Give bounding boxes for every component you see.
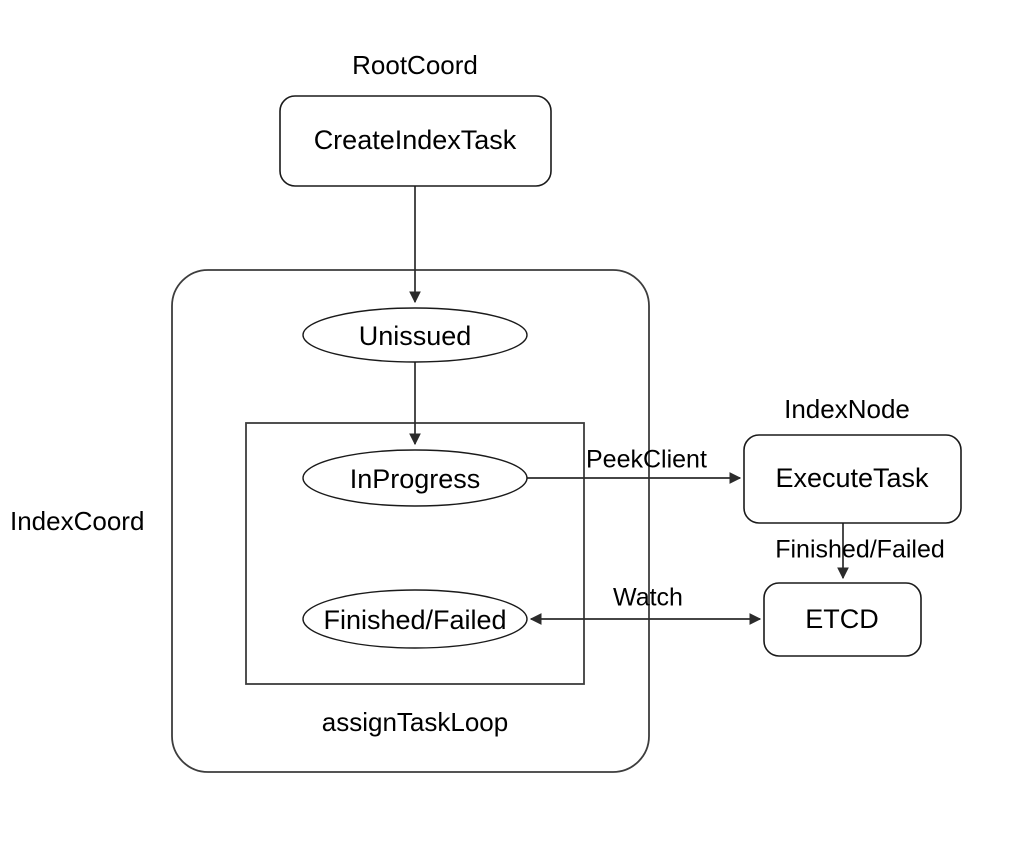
edge-label-peek-client: PeekClient — [586, 446, 707, 474]
node-finished-failed[interactable] — [302, 589, 528, 649]
group-label-root-coord: RootCoord — [352, 50, 478, 80]
node-create-index-task[interactable] — [279, 95, 552, 187]
node-label-unissued: Unissued — [359, 321, 472, 351]
edge-label-finished-failed: Finished/Failed — [775, 536, 945, 564]
edge-label-watch: Watch — [613, 584, 683, 612]
node-label-create-index-task: CreateIndexTask — [314, 125, 517, 155]
node-execute-task[interactable] — [743, 434, 962, 524]
group-label-assign-task-loop: assignTaskLoop — [322, 707, 508, 737]
node-label-execute-task: ExecuteTask — [775, 463, 929, 493]
node-label-in-progress: InProgress — [350, 464, 481, 494]
node-in-progress[interactable] — [302, 449, 528, 507]
node-unissued[interactable] — [302, 307, 528, 363]
group-label-index-coord: IndexCoord — [10, 506, 144, 536]
node-etcd[interactable] — [763, 582, 922, 657]
node-label-finished-failed: Finished/Failed — [323, 605, 506, 635]
group-label-index-node: IndexNode — [784, 394, 910, 424]
index-coord-container — [171, 269, 650, 773]
node-label-etcd: ETCD — [805, 604, 879, 634]
